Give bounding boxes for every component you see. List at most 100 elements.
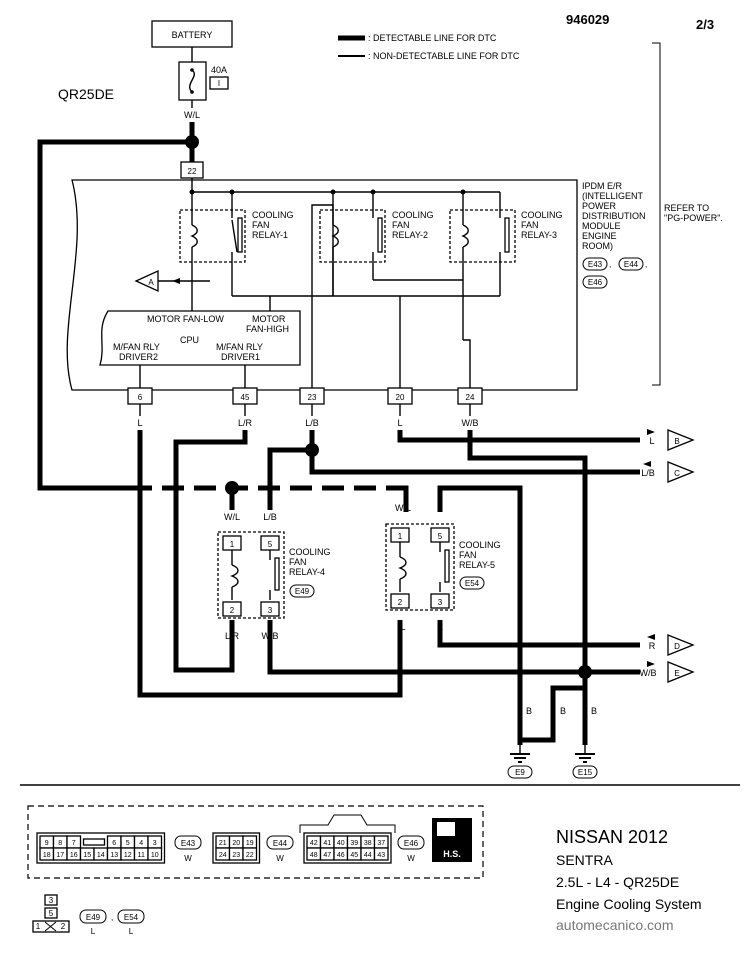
svg-text:E54: E54 [465, 579, 480, 588]
e43-pin-label: 7 [72, 840, 76, 847]
e43-pin-label: 9 [45, 840, 49, 847]
svg-text:45: 45 [241, 393, 250, 402]
footer-engine: 2.5L - L4 - QR25DE [556, 874, 679, 890]
e43-pin-label: 10 [151, 852, 159, 859]
e46-pin-label: 42 [310, 840, 318, 847]
fuse-box [178, 61, 207, 101]
e43-pin-label: 6 [112, 840, 116, 847]
e44-pin-label: 24 [219, 852, 227, 859]
svg-text:E43: E43 [181, 839, 196, 848]
ipdm-conn-e44: E44 [624, 260, 639, 269]
e43-pin-label: 18 [43, 852, 51, 859]
motor-fan-low-label: MOTOR FAN-LOW [147, 314, 224, 324]
svg-text:E54: E54 [124, 913, 139, 922]
ipdm-title: IPDM E/R (INTELLIGENT POWER DISTRIBUTION… [582, 181, 648, 251]
svg-text:E: E [674, 669, 679, 678]
e43-pin-label: 16 [70, 852, 78, 859]
e43-pin-label: 3 [153, 840, 157, 847]
svg-text:E9: E9 [515, 768, 525, 777]
e44-pin-label: 22 [246, 852, 254, 859]
e46-pin-label: 43 [377, 852, 385, 859]
ipdm-conn-e43: E43 [588, 260, 603, 269]
e46-pin-cell [373, 847, 389, 861]
svg-text:2: 2 [398, 598, 403, 607]
svg-text:W/L: W/L [395, 503, 411, 513]
cooling-fan-relay-3: COOLING FAN RELAY-3 [449, 192, 563, 296]
svg-text:B: B [560, 706, 566, 716]
svg-text:3: 3 [438, 598, 443, 607]
svg-text:5: 5 [49, 909, 54, 918]
svg-text:L: L [400, 622, 405, 632]
svg-text:W/B: W/B [462, 418, 479, 428]
svg-text:L/B: L/B [641, 468, 655, 478]
cooling-fan-relay-4: W/L L/B 1 5 2 3 L/R W/B COOLING FAN RELA… [217, 512, 333, 641]
connector-e44-id: E44 W [266, 835, 294, 863]
svg-text:L: L [137, 418, 142, 428]
e43-pin-label: 13 [110, 852, 118, 859]
wire-relay5-b [437, 485, 523, 745]
svg-text:E44: E44 [273, 839, 288, 848]
e44-pin-label: 23 [232, 852, 240, 859]
e43-key-slot [82, 838, 106, 846]
wire-relay5-r [437, 620, 640, 648]
refer-text: REFER TO "PG-POWER". [664, 203, 723, 223]
e44-pin-cell [242, 847, 258, 861]
svg-text:L: L [91, 927, 96, 936]
svg-text:L/R: L/R [238, 418, 253, 428]
svg-text:1: 1 [230, 540, 235, 549]
ipdm-pin-45: 45 L/R [232, 387, 258, 428]
svg-text:COOLING FAN RELAY-: COOLING FAN RELAY-4 [289, 547, 333, 577]
wire-pin6-l [137, 430, 403, 698]
hs-harness-icon: H.S. [432, 818, 472, 862]
battery-label: BATTERY [172, 30, 213, 40]
footer-site: automecanico.com [556, 917, 674, 933]
connector-views-frame [27, 805, 484, 879]
svg-text:W/B: W/B [262, 631, 279, 641]
driver1-label: M/FAN RLY DRIVER1 [216, 342, 265, 362]
svg-text:E49: E49 [295, 587, 310, 596]
wire-pin45-lr [173, 430, 248, 673]
svg-text:COOLING FAN RELAY-: COOLING FAN RELAY-5 [459, 540, 503, 570]
e43-pin-label: 15 [83, 852, 91, 859]
footer-system: Engine Cooling System [556, 896, 702, 912]
svg-text:B: B [591, 706, 597, 716]
svg-text:A: A [148, 278, 154, 287]
wire-pin24-wb [467, 430, 588, 672]
e46-pin-label: 48 [310, 852, 318, 859]
svg-text:L: L [397, 418, 402, 428]
cooling-fan-relay-1: COOLING FAN RELAY-1 [179, 192, 296, 320]
off-page-b: L B [647, 429, 695, 451]
off-page-d: R D [647, 634, 695, 656]
e46-pin-label: 45 [350, 852, 358, 859]
wire-lb-relay4 [267, 447, 312, 510]
svg-text:,: , [111, 913, 113, 922]
e44-pin-label: 19 [246, 840, 254, 847]
relay-1-label: COOLING FAN RELAY-1 [252, 210, 296, 240]
e43-pin-label: 11 [138, 852, 145, 859]
svg-text:6: 6 [138, 393, 143, 402]
svg-text:24: 24 [466, 393, 475, 402]
e46-pin-label: 46 [337, 852, 345, 859]
svg-text:3: 3 [268, 606, 273, 615]
svg-text:W/B: W/B [640, 668, 657, 678]
wire-relay4-wb [267, 620, 640, 675]
cpu-box [99, 310, 301, 366]
relay-2-label: COOLING FAN RELAY-2 [392, 210, 436, 240]
motor-fan-high-label: MOTOR FAN-HIGH [246, 314, 289, 334]
svg-text:B: B [526, 706, 532, 716]
e46-pin-label: 47 [323, 852, 331, 859]
fuse-amp: 40A [211, 65, 227, 75]
ground-e9: B E9 [507, 706, 533, 779]
svg-text:H.S.: H.S. [443, 849, 461, 859]
e44-pin-label: 20 [232, 840, 240, 847]
svg-text:R: R [437, 622, 444, 632]
svg-text:E15: E15 [578, 768, 593, 777]
battery-box [151, 20, 233, 48]
svg-text:B: B [437, 503, 443, 513]
footer-model: SENTRA [556, 852, 613, 868]
ground-e15: B B E15 [560, 706, 598, 779]
connector-e46-id: E46 W [397, 835, 425, 863]
svg-text:1: 1 [36, 922, 41, 931]
e46-pin-label: 38 [364, 840, 372, 847]
svg-text:E49: E49 [86, 913, 101, 922]
